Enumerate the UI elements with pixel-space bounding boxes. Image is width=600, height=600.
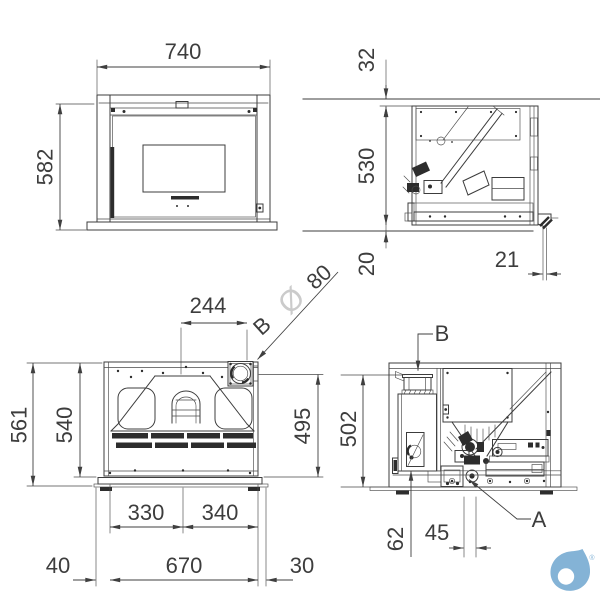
pellet-hopper <box>442 368 552 459</box>
fan-outlet <box>227 361 259 387</box>
rear-height-body-value: 540 <box>52 407 77 444</box>
feed-motor <box>443 431 489 465</box>
side-bottom-gap-value: 20 <box>354 252 379 276</box>
front-view: 740 582 <box>33 39 278 231</box>
side-rear-offset-value: 21 <box>495 247 519 272</box>
front-width-dimension: 740 <box>96 39 271 95</box>
diameter-symbol: Ø <box>272 281 311 321</box>
door-hinge <box>110 147 115 218</box>
hearth-plate <box>93 483 269 488</box>
margin-left-value: 40 <box>46 553 70 578</box>
rear-height-fan-dimension: 495 <box>258 374 324 478</box>
center-right-value: 340 <box>202 500 239 525</box>
top-grille-clip <box>175 101 189 109</box>
air-inlet-height-dimension: 62 <box>383 470 414 557</box>
section-label-b: B <box>415 321 450 371</box>
rear-foot <box>537 213 559 230</box>
rear-view: 244 Ø 80 B 561 540 495 <box>7 259 339 587</box>
side-height-dimension: 530 <box>354 105 413 225</box>
rear-bottom-dimensions: 330 340 40 670 30 <box>46 484 314 587</box>
door-latch <box>256 203 264 213</box>
brand-logo: ® <box>550 549 595 591</box>
air-inlet-height-value: 62 <box>383 527 408 551</box>
side-top-gap-value: 32 <box>354 48 379 72</box>
front-view-body <box>86 94 278 231</box>
auger-motor <box>402 161 443 195</box>
smoke-chamber <box>392 393 437 474</box>
rear-height-fan-value: 495 <box>290 408 315 445</box>
control-box <box>485 439 550 477</box>
side-top-gap-dimension: 32 <box>354 48 389 118</box>
section-label-b-value: B <box>435 321 450 346</box>
rear-height-body-dimension: 540 <box>52 363 97 478</box>
section-view-body <box>369 362 578 495</box>
front-height-value: 582 <box>33 149 58 186</box>
heat-exchanger-fins <box>112 432 256 449</box>
left-panel <box>117 387 156 430</box>
air-inlet-offset-value: 45 <box>425 520 449 545</box>
door-glass <box>142 144 226 193</box>
flue-offset-value: 244 <box>190 293 227 318</box>
side-height-value: 530 <box>354 148 379 185</box>
registered-mark: ® <box>589 554 595 562</box>
side-view-body <box>302 105 559 232</box>
section-height-value: 502 <box>336 411 361 448</box>
base-plate <box>97 477 263 485</box>
side-bottom-gap-dimension: 20 <box>354 224 389 276</box>
flue-offset-dimension: 244 <box>180 293 248 375</box>
section-label-a: A <box>468 479 547 532</box>
front-height-dimension: 582 <box>33 103 95 231</box>
door-badge <box>171 196 199 200</box>
side-rear-offset-dimension: 21 <box>495 227 561 281</box>
rear-height-total-value: 561 <box>7 407 32 444</box>
section-base <box>369 470 578 495</box>
margin-right-value: 30 <box>290 553 314 578</box>
section-label-a-value: A <box>532 507 547 532</box>
center-left-value: 330 <box>128 500 165 525</box>
rear-label-b: B <box>248 312 276 340</box>
door-panel <box>112 115 256 218</box>
flue-shroud <box>110 375 255 432</box>
rear-view-body <box>93 361 269 491</box>
air-inlet-offset-dimension: 45 <box>425 496 491 558</box>
rear-height-total-dimension: 561 <box>7 362 103 487</box>
side-view: 32 530 20 21 <box>302 48 600 281</box>
flue-pipe <box>171 390 201 424</box>
flue-diameter-callout: Ø 80 B <box>248 259 339 360</box>
base-width-value: 670 <box>166 553 203 578</box>
flue-diameter-value: 80 <box>302 259 337 294</box>
front-width-value: 740 <box>165 39 202 64</box>
auger-assembly <box>440 105 525 201</box>
section-height-dimension: 502 <box>336 374 403 488</box>
right-panel <box>214 387 253 430</box>
section-view: B 502 <box>336 321 578 558</box>
